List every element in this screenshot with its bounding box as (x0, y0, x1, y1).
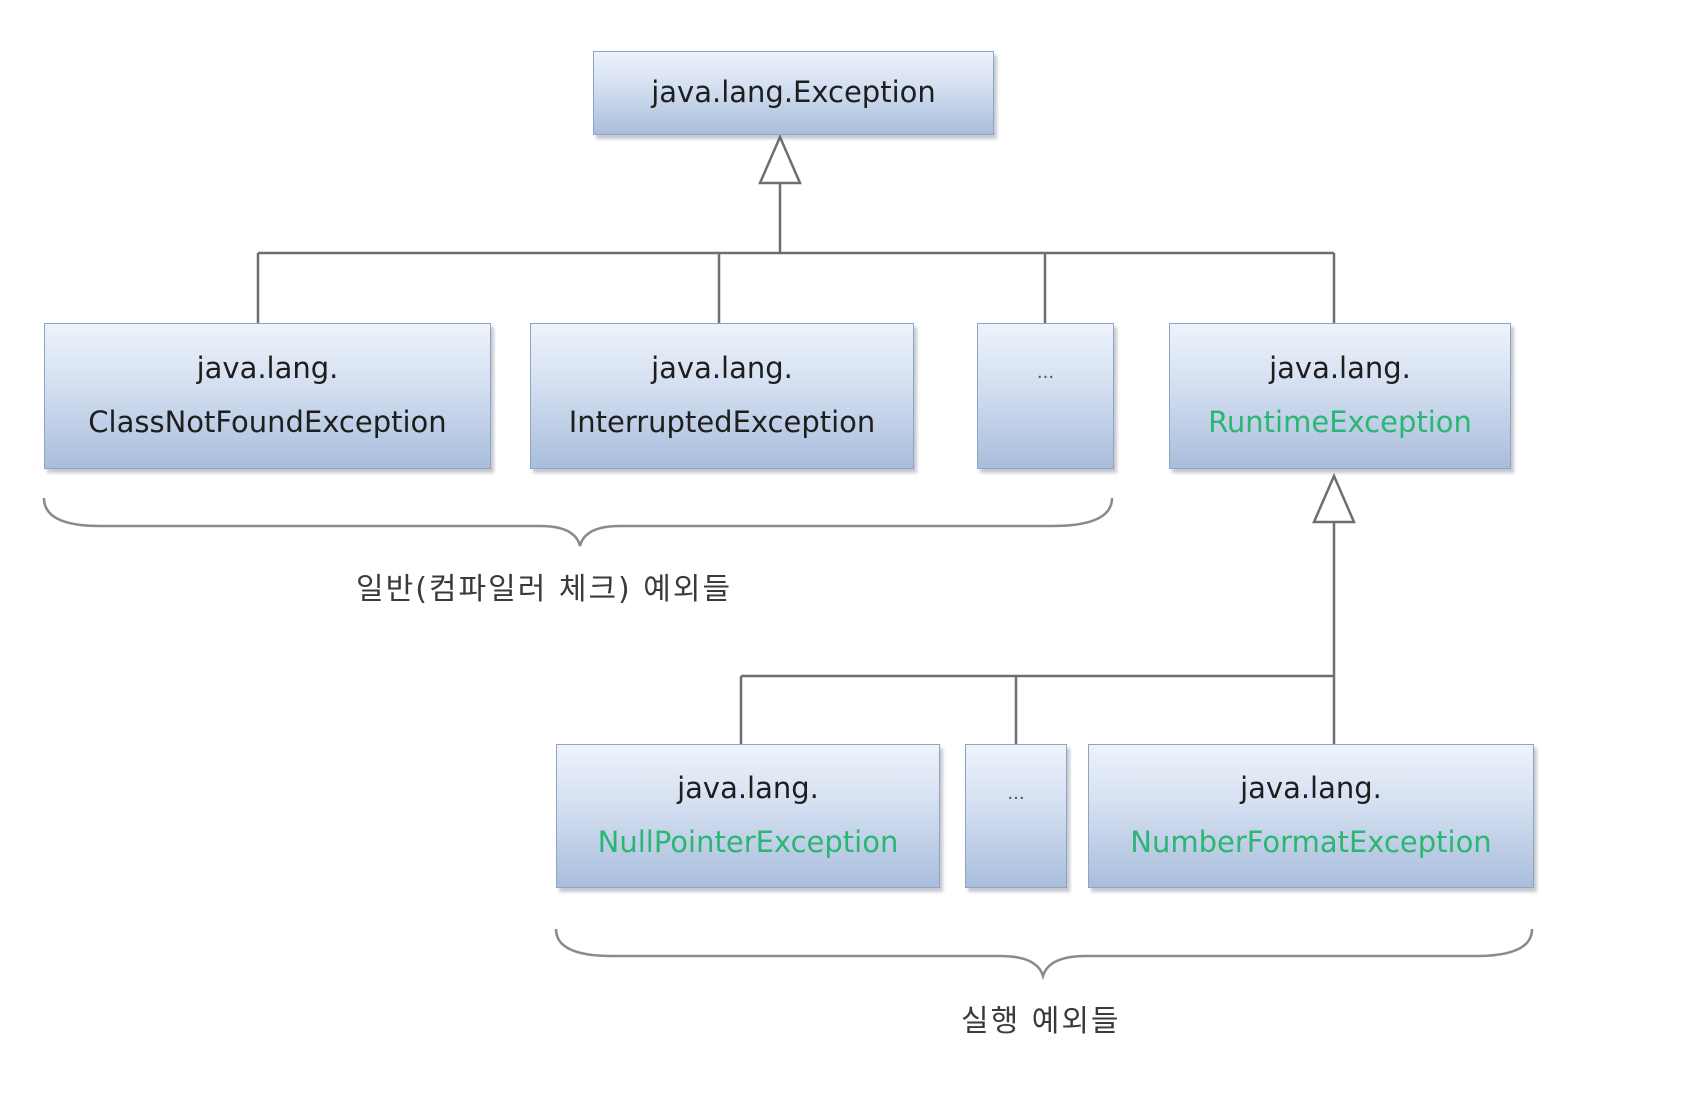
package-label: java.lang. (651, 351, 793, 386)
package-label: java.lang. (1240, 771, 1382, 806)
class-name: java.lang.Exception (651, 75, 936, 110)
nullpointer-exception-box: java.lang. NullPointerException (556, 744, 940, 888)
ellipsis-label: ... (1007, 783, 1025, 804)
runtime-exception-box: java.lang. RuntimeException (1169, 323, 1511, 469)
classnotfound-exception-box: java.lang. ClassNotFoundException (44, 323, 491, 469)
ellipsis-label: ... (1036, 362, 1055, 383)
package-label: java.lang. (677, 771, 819, 806)
class-name: NullPointerException (597, 825, 899, 859)
interrupted-exception-box: java.lang. InterruptedException (530, 323, 914, 469)
inheritance-arrow-icon (758, 133, 802, 185)
checked-group-brace (42, 497, 1114, 547)
package-label: java.lang. (1269, 351, 1411, 386)
exception-class-box: java.lang.Exception (593, 51, 994, 135)
runtime-group-brace (554, 928, 1534, 981)
inheritance-arrow-icon (1312, 472, 1356, 524)
numberformat-exception-box: java.lang. NumberFormatException (1088, 744, 1534, 888)
ellipsis-box: ... (965, 744, 1067, 888)
package-label: java.lang. (196, 351, 339, 386)
checked-exceptions-caption: 일반(컴파일러 체크) 예외들 (356, 572, 733, 607)
class-name: ClassNotFoundException (88, 405, 447, 439)
class-name: RuntimeException (1208, 405, 1472, 439)
class-name: NumberFormatException (1130, 825, 1492, 859)
runtime-exceptions-caption: 실행 예외들 (961, 1004, 1121, 1039)
class-name: InterruptedException (568, 405, 876, 439)
ellipsis-box: ... (977, 323, 1114, 469)
